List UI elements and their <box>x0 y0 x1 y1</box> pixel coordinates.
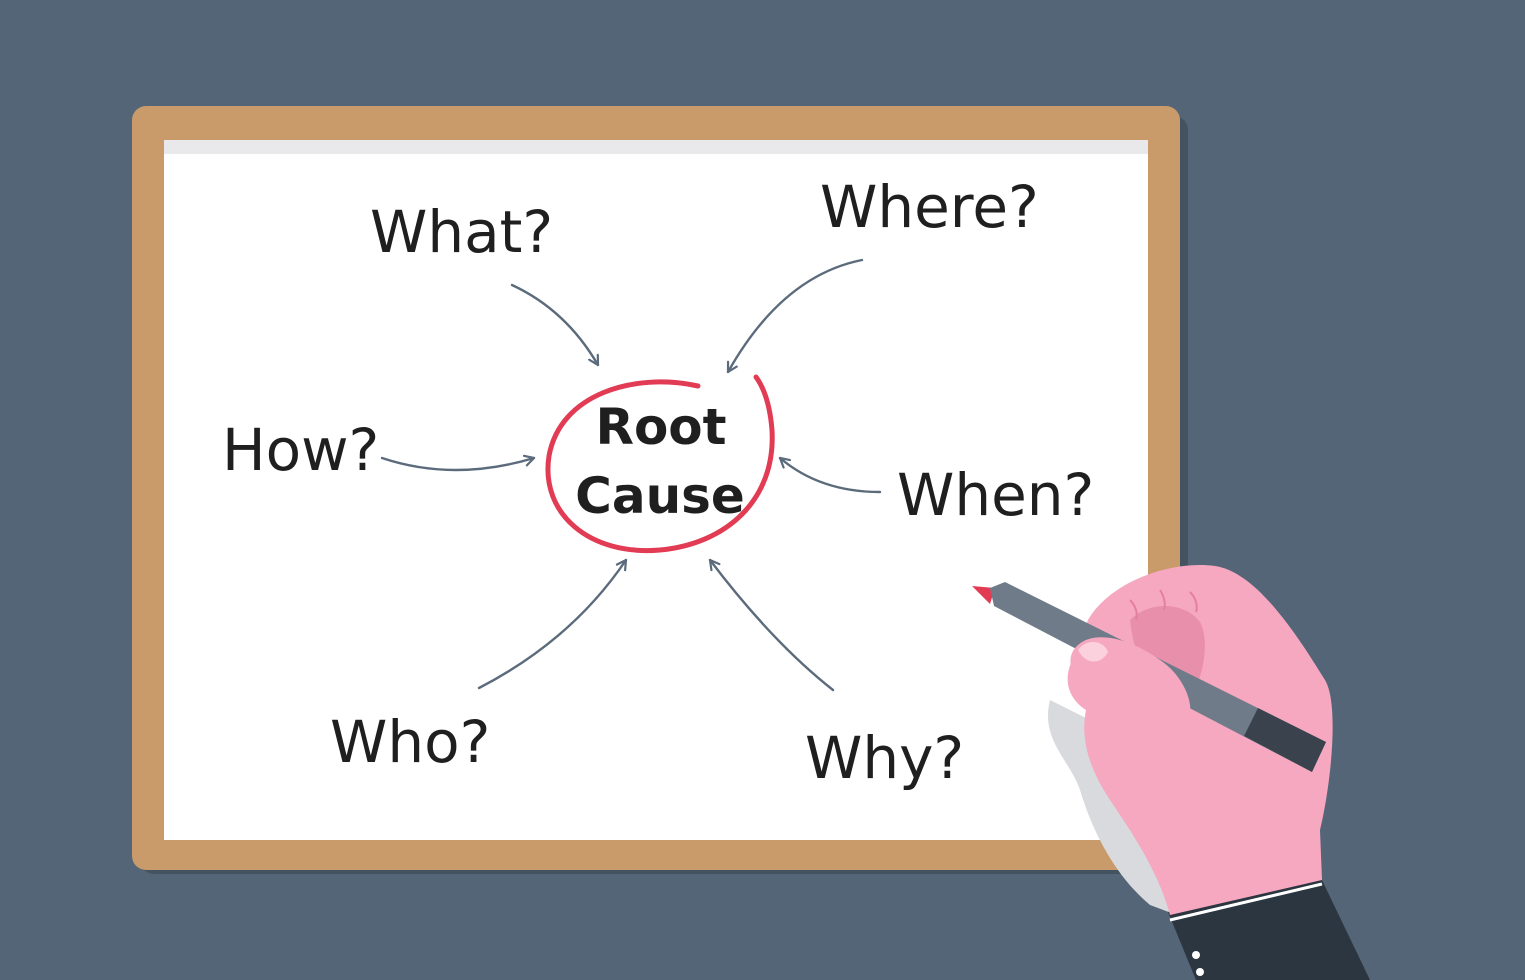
arrow-how <box>380 458 536 472</box>
hand-thumb <box>1070 637 1191 732</box>
question-who: Who? <box>330 708 490 776</box>
root-cause-node: Root Cause <box>545 374 775 554</box>
root-cause-circle <box>545 374 775 554</box>
arrow-what <box>510 283 600 367</box>
arrow-where <box>726 258 864 374</box>
whiteboard <box>132 106 1188 874</box>
sleeve-cuff-line <box>1169 882 1323 922</box>
pen-tip <box>972 586 995 604</box>
question-why: Why? <box>805 724 964 792</box>
cuff-button <box>1196 968 1204 976</box>
pen-cap <box>1244 708 1326 772</box>
knuckle-line <box>1129 599 1138 621</box>
board-top-shade <box>164 140 1148 154</box>
question-labels: What? Where? How? When? Who? Why? <box>222 173 1094 792</box>
knuckle-line <box>1159 589 1166 611</box>
thumbnail <box>1078 641 1108 662</box>
question-how: How? <box>222 416 379 484</box>
question-when: When? <box>897 461 1094 529</box>
arrow-why <box>708 558 835 692</box>
cuff-button <box>1192 951 1200 959</box>
hand-holding-pen <box>972 565 1370 980</box>
root-cause-line2: Cause <box>575 467 745 525</box>
root-cause-line1: Root <box>595 398 726 456</box>
arrows <box>380 258 882 692</box>
question-what: What? <box>370 198 553 266</box>
arrow-when <box>778 456 882 494</box>
board-surface <box>164 140 1148 840</box>
knuckle-line <box>1189 591 1198 613</box>
arrow-who <box>477 558 628 690</box>
question-where: Where? <box>820 173 1039 241</box>
